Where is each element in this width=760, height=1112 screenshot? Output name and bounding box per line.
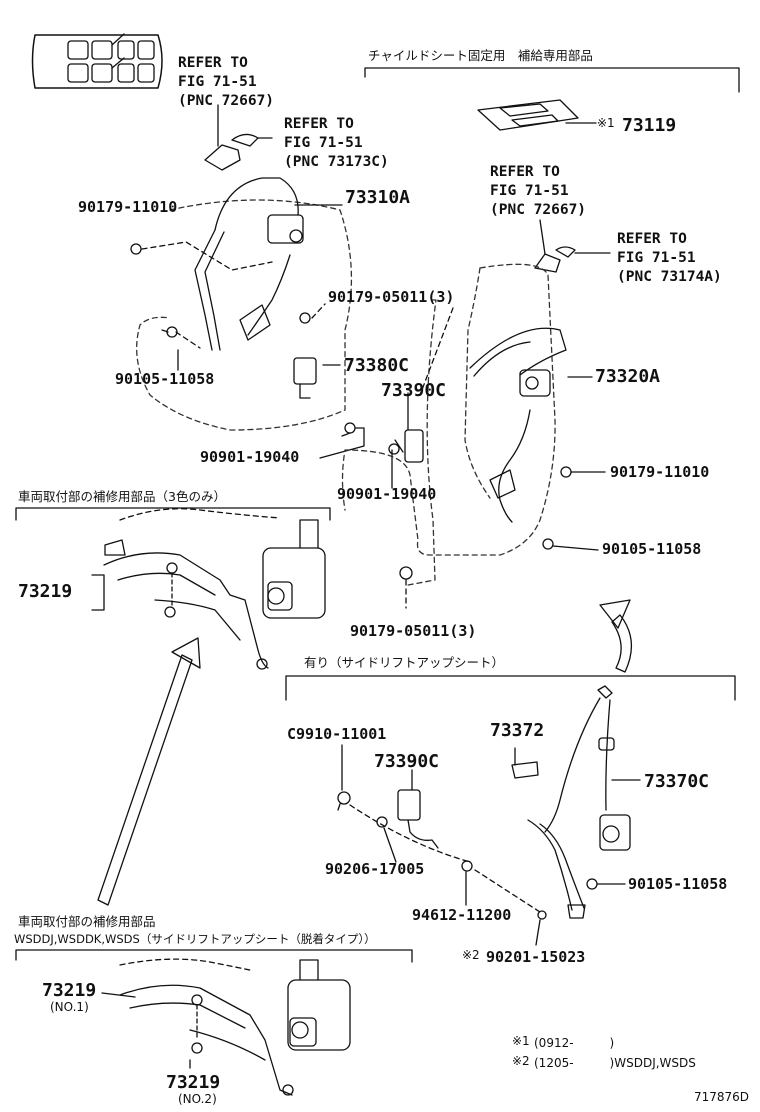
retractor-73370c: [511, 685, 641, 919]
part-73372: 73372: [490, 720, 545, 741]
bracket-vehicle-3colors: [15, 507, 331, 521]
footnote-1: (0912- ): [534, 1036, 615, 1050]
header-side-lift: 有り（サイドリフトアップシート）: [304, 655, 505, 670]
part-73320a: 73320A: [595, 366, 661, 387]
ref-clip-top: [204, 104, 273, 171]
rear-seat-right: [341, 263, 606, 609]
part-90901-19040-b: 90901-19040: [337, 485, 437, 503]
rear-seat-left: [130, 177, 356, 437]
arrow-left-long: [97, 637, 201, 906]
part-73370c: 73370C: [644, 771, 710, 792]
header-wsddj: WSDDJ,WSDDK,WSDS（サイドリフトアップシート（脱着タイプ））: [14, 932, 376, 946]
child-seat-pad: [477, 99, 597, 131]
bracket-child-seat: [364, 67, 740, 93]
part-73219-no2: 73219: [166, 1072, 221, 1093]
vehicle-seat-icon: [31, 33, 163, 89]
part-90105-11058-low: 90105-11058: [628, 875, 728, 893]
part-90206-17005: 90206-17005: [325, 860, 425, 878]
buckle-73390c-top: [388, 392, 424, 489]
ref-73174a: REFER TO FIG 71-51 (PNC 73174A): [617, 231, 722, 285]
anchor-assembly-lower: [101, 958, 351, 1096]
footnote-1-mark: ※1: [512, 1034, 530, 1048]
anchor-assembly-upper: [91, 508, 326, 670]
header-child-seat: チャイルドシート固定用 補給専用部品: [368, 48, 593, 63]
ref-72667-top: REFER TO FIG 71-51 (PNC 72667): [178, 55, 275, 109]
label-no1: (NO.1): [50, 1000, 89, 1014]
footnote-2: (1205- )WSDDJ,WSDS: [534, 1056, 696, 1070]
part-73390c-low: 73390C: [374, 751, 440, 772]
part-73219-no1: 73219: [42, 980, 97, 1001]
part-94612-11200: 94612-11200: [412, 906, 512, 924]
part-90105-11058-left: 90105-11058: [115, 370, 215, 388]
part-73390c-top: 73390C: [381, 380, 447, 401]
part-90201-15023: 90201-15023: [486, 948, 586, 966]
part-73310a: 73310A: [345, 187, 411, 208]
figure-code: 717876D: [694, 1090, 750, 1104]
part-90105-11058-right: 90105-11058: [602, 540, 702, 558]
mark-73119: ※1: [597, 116, 615, 130]
part-90901-19040-a: 90901-19040: [200, 448, 300, 466]
part-90179-11010-left: 90179-11010: [78, 198, 178, 216]
bracket-wsddj: [15, 949, 413, 963]
part-c9910-11001: C9910-11001: [287, 725, 387, 743]
bracket-side-lift: [285, 675, 736, 701]
footnote-2-mark: ※2: [512, 1054, 530, 1068]
part-73380c: 73380C: [344, 355, 410, 376]
ref-72667-right: REFER TO FIG 71-51 (PNC 72667): [490, 164, 587, 218]
part-90179-05011-bottom: 90179-05011(3): [350, 622, 477, 640]
header-vehicle-repair-3colors: 車両取付部の補修用部品（3色のみ）: [18, 489, 226, 504]
part-90179-05011-top: 90179-05011(3): [328, 288, 455, 306]
part-73119: 73119: [622, 115, 677, 136]
part-90179-11010-right: 90179-11010: [610, 463, 710, 481]
mark-90201: ※2: [462, 948, 480, 962]
arrow-right-curved: [599, 599, 632, 673]
ref-73173c: REFER TO FIG 71-51 (PNC 73173C): [284, 116, 389, 170]
side-lift-parts: [337, 744, 547, 946]
ref-clip-right: [534, 219, 611, 273]
label-no2: (NO.2): [178, 1092, 217, 1106]
part-73219-a: 73219: [18, 581, 73, 602]
header-vehicle-repair-lower: 車両取付部の補修用部品: [18, 914, 156, 929]
